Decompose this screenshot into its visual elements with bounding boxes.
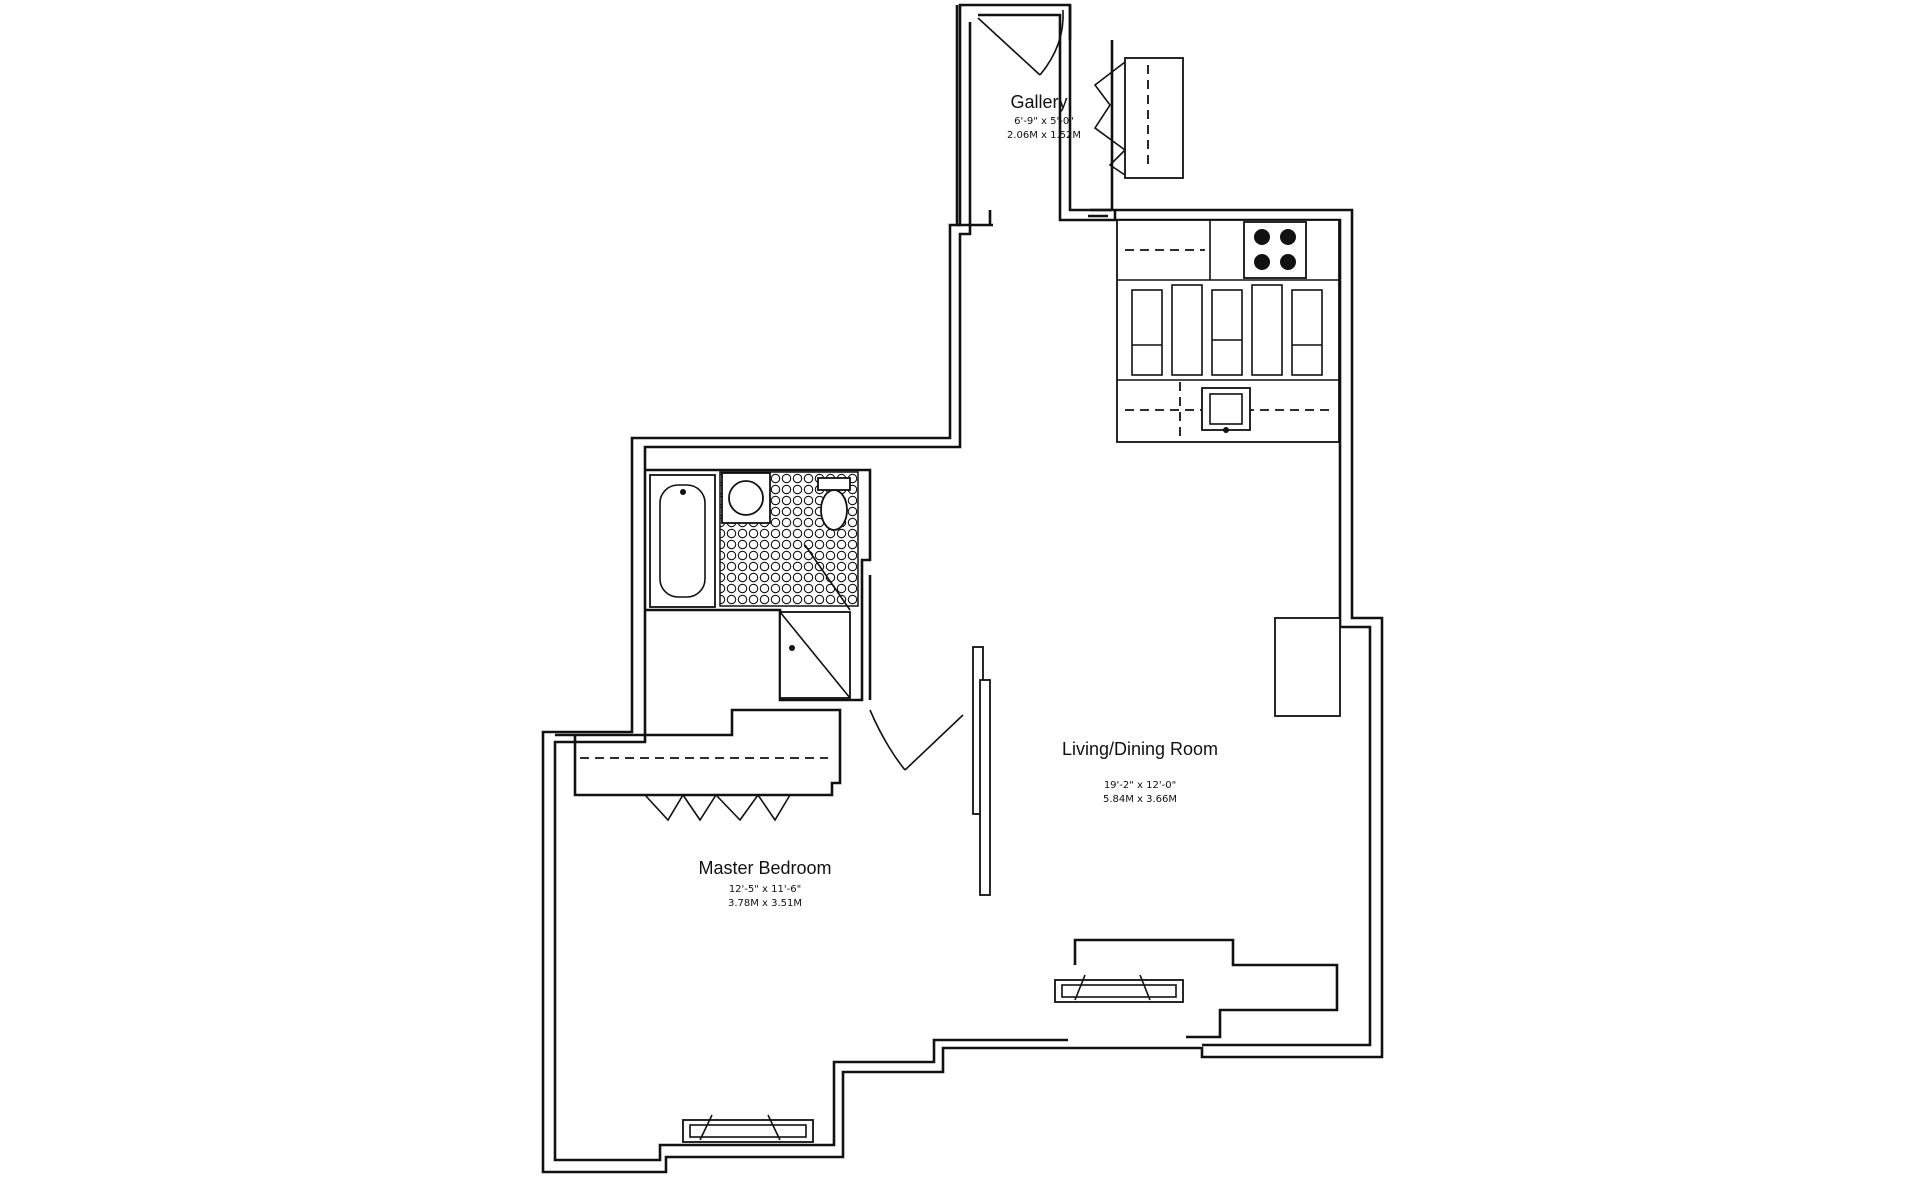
living-dining-dim-metric: 5.84M x 3.66M <box>1103 794 1177 805</box>
gallery-wall-left <box>955 5 993 227</box>
gallery-closet <box>1124 57 1184 179</box>
living-dining-dim-imperial: 19'-2" x 12'-0" <box>1104 780 1176 791</box>
master-bedroom-dim-metric: 3.78M x 3.51M <box>728 898 802 909</box>
stove-range <box>1243 221 1307 279</box>
kitchen-cabinets <box>1131 284 1323 376</box>
stove-burner-icon <box>1254 229 1296 270</box>
exterior-wall-outer <box>541 3 1384 1174</box>
structural-column <box>1274 617 1341 717</box>
entry-door-leaf <box>977 17 1041 76</box>
closet-bifold-door <box>1093 61 1126 151</box>
sink-basin <box>728 480 764 516</box>
gallery-area <box>955 5 1184 227</box>
master-bedroom-label: Master Bedroom 12'-5" x 11'-6" 3.78M x 3… <box>698 858 831 909</box>
closet-wall <box>555 708 842 797</box>
living-window-unit <box>1054 979 1184 1003</box>
bedroom-window-unit <box>682 1119 814 1143</box>
gallery-dim-metric: 2.06M x 1.52M <box>1007 130 1081 141</box>
master-bedroom-dim-imperial: 12'-5" x 11'-6" <box>729 884 801 895</box>
exterior-wall-inner <box>553 13 1372 1162</box>
entry-door-swing <box>1039 9 1064 76</box>
toilet-bowl <box>820 489 848 531</box>
closet-bifold-doors <box>644 793 791 822</box>
bedroom-closet <box>555 708 842 822</box>
kitchen-area <box>1116 219 1340 443</box>
gallery-dim-imperial: 6'-9" x 5'-0" <box>1014 116 1074 127</box>
living-dining-label: Living/Dining Room 19'-2" x 12'-0" 5.84M… <box>1062 739 1218 805</box>
gallery-wall-right <box>1068 5 1117 220</box>
toilet-tank <box>817 477 851 491</box>
window-units <box>682 974 1184 1143</box>
master-bedroom-name: Master Bedroom <box>698 858 831 878</box>
living-dining-name: Living/Dining Room <box>1062 739 1218 759</box>
bathroom-door-swing <box>869 709 906 771</box>
sliding-partition <box>972 646 991 896</box>
bathroom-area <box>645 468 964 771</box>
gallery-name: Gallery <box>1010 92 1067 112</box>
gallery-label: Gallery 6'-9" x 5'-0" 2.06M x 1.52M <box>1007 92 1081 141</box>
exterior-walls <box>541 3 1384 1174</box>
